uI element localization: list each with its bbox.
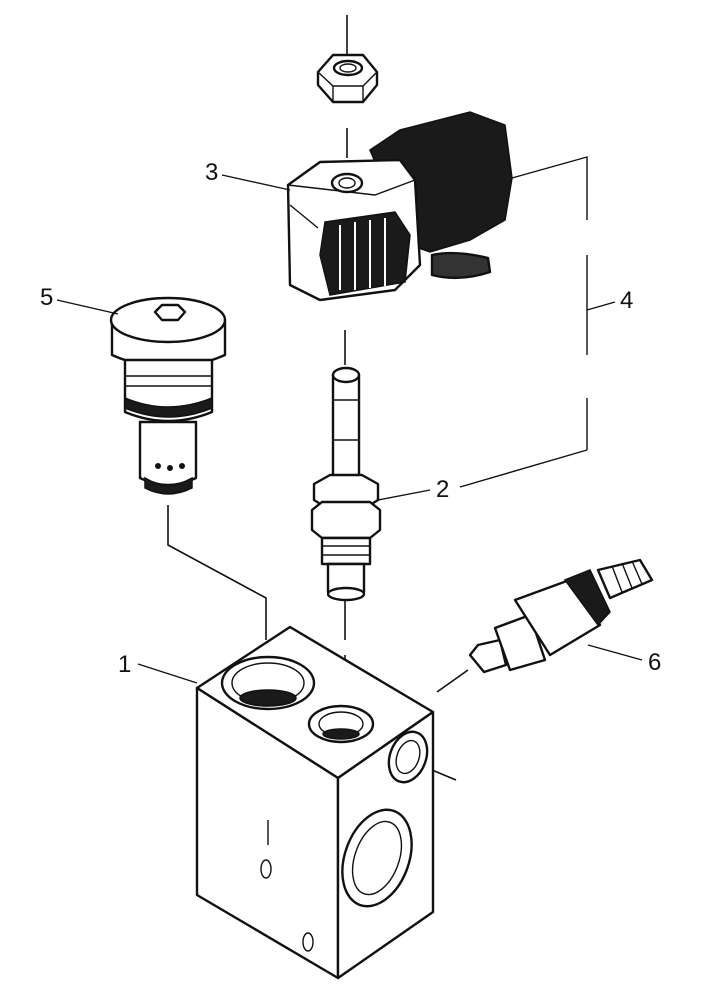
relief-valve [468,558,654,674]
leader-lines [56,174,643,684]
callout-solenoid-assembly: 4 [620,287,633,314]
solenoid-coil [286,111,513,302]
hex-nut [316,53,379,104]
cartridge-valve [310,366,382,602]
assembly-bracket [459,156,616,488]
callout-plug: 5 [40,284,53,311]
callout-valve-block: 1 [118,651,131,678]
callout-relief-valve: 6 [648,649,661,676]
callout-cartridge: 2 [436,476,449,503]
plug [109,296,227,495]
callout-coil: 3 [205,159,218,186]
valve-block [195,625,435,980]
callout-labels: 3 5 4 2 6 1 [40,159,661,678]
